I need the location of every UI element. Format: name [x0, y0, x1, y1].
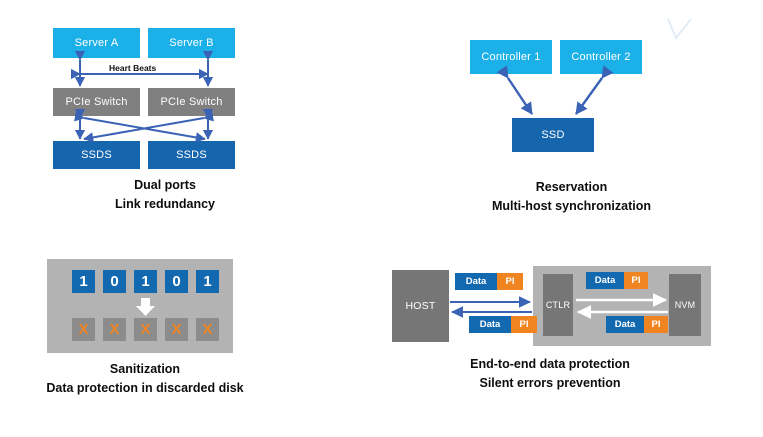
caption-reservation: Reservation Multi-host synchronization: [380, 178, 763, 216]
caption-sanitization: Sanitization Data protection in discarde…: [0, 360, 290, 398]
caption-line-1: Dual ports: [134, 178, 196, 192]
caption-line-2: Silent errors prevention: [479, 376, 621, 390]
caption-line-2: Link redundancy: [114, 197, 216, 211]
bit-cell: 0: [103, 270, 126, 293]
node-ssds-left: SSDS: [53, 141, 140, 169]
erased-cell: X: [72, 318, 95, 341]
caption-line-1: Sanitization: [109, 362, 181, 376]
dual-ports-arrows: [70, 50, 214, 143]
bit-cell: 1: [196, 270, 219, 293]
sanitization-down-arrow-icon: [136, 298, 155, 316]
pill-pi-label: PI: [511, 316, 537, 333]
erased-cell: X: [196, 318, 219, 341]
erased-cell: X: [165, 318, 188, 341]
data-pi-pill: Data PI: [455, 273, 523, 290]
caption-end-to-end: End-to-end data protection Silent errors…: [380, 355, 720, 393]
pill-pi-label: PI: [624, 272, 648, 289]
pill-data-label: Data: [586, 272, 624, 289]
data-pi-pill: Data PI: [586, 272, 648, 289]
pill-pi-label: PI: [497, 273, 523, 290]
bit-cell: 1: [134, 270, 157, 293]
caption-dual-ports: Dual ports Link redundancy: [0, 176, 330, 214]
node-nvm: NVM: [669, 274, 701, 336]
edge-label-heart-beats: Heart Beats: [107, 63, 159, 73]
host-link-arrows: [450, 293, 668, 319]
pill-pi-label: PI: [644, 316, 668, 333]
bit-cell: 0: [165, 270, 188, 293]
panel-dual-ports: Server A Server B PCIe Switch PCIe Switc…: [0, 0, 330, 230]
pill-data-label: Data: [606, 316, 644, 333]
node-ssd: SSD: [512, 118, 594, 152]
node-controller-2: Controller 2: [560, 40, 642, 74]
panel-reservation: Controller 1 Controller 2 SSD Reservatio…: [380, 0, 763, 230]
reservation-arrows: [496, 65, 614, 115]
erased-cell: X: [134, 318, 157, 341]
node-server-b: Server B: [148, 28, 235, 58]
data-pi-pill: Data PI: [469, 316, 537, 333]
corner-chevron-icon: [667, 18, 692, 40]
panel-sanitization: 1 0 1 0 1 X X X X X Sanitization Data pr…: [0, 250, 330, 430]
caption-line-1: Reservation: [535, 180, 608, 194]
caption-line-2: Data protection in discarded disk: [46, 381, 244, 395]
node-host: HOST: [392, 270, 449, 342]
erased-cell: X: [103, 318, 126, 341]
panel-end-to-end: HOST CTLR NVM Data PI Data PI Data PI Da: [380, 250, 763, 430]
node-ctlr: CTLR: [543, 274, 573, 336]
caption-line-2: Multi-host synchronization: [491, 199, 652, 213]
caption-line-1: End-to-end data protection: [470, 357, 630, 371]
node-ssds-right: SSDS: [148, 141, 235, 169]
data-pi-pill: Data PI: [606, 316, 668, 333]
node-server-a: Server A: [53, 28, 140, 58]
pill-data-label: Data: [469, 316, 511, 333]
bit-cell: 1: [72, 270, 95, 293]
pill-data-label: Data: [455, 273, 497, 290]
